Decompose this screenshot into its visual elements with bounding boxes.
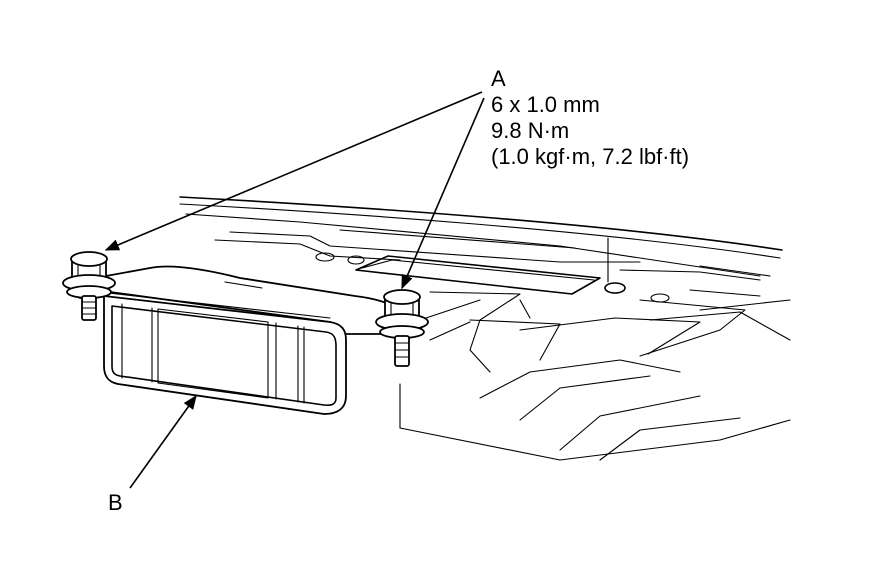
- leader-arrow-b: [129, 394, 197, 489]
- leader-arrow-a-right: [401, 97, 485, 290]
- callout-a-torque-alt: (1.0 kgf·m, 7.2 lbf·ft): [491, 144, 690, 169]
- bolt-right: [375, 289, 429, 367]
- callout-b: B: [108, 490, 123, 516]
- sensor-module: [69, 265, 423, 415]
- callout-a-leaders: [104, 91, 485, 290]
- floor-panel: [179, 196, 791, 461]
- callout-b-letter: B: [108, 490, 123, 515]
- callout-a-letter: A: [491, 66, 506, 91]
- bolt-left: [62, 251, 116, 321]
- callout-a-bolt-size: 6 x 1.0 mm: [491, 92, 600, 117]
- callout-b-leader: [129, 394, 197, 489]
- callout-a-torque-nm: 9.8 N·m: [491, 118, 570, 143]
- leader-arrow-a-left: [104, 91, 483, 251]
- callout-a: A 6 x 1.0 mm 9.8 N·m (1.0 kgf·m, 7.2 lbf…: [491, 66, 689, 170]
